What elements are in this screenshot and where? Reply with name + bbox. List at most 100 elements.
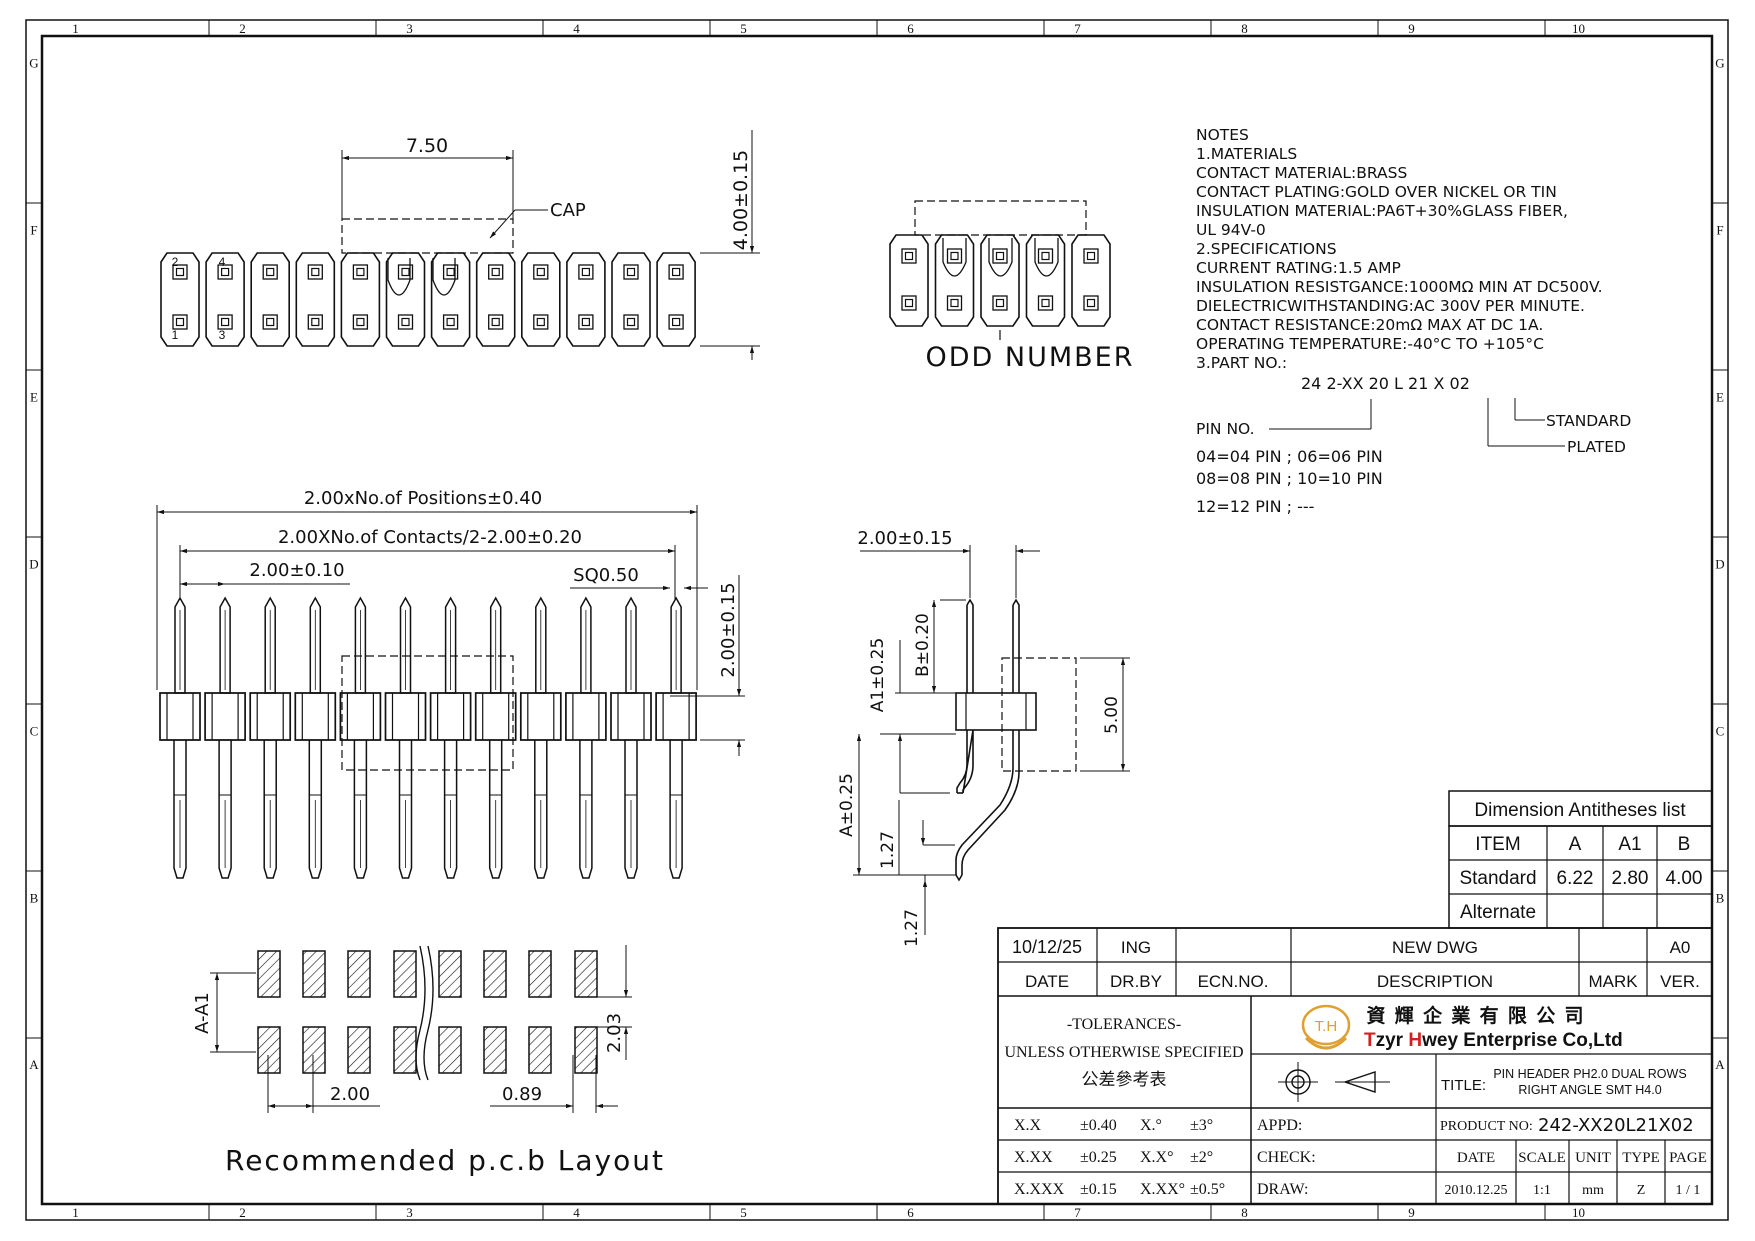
dim-pitch: 2.00±0.10 bbox=[249, 560, 344, 581]
frame-column-label: 8 bbox=[1241, 21, 1248, 36]
pcb-pad bbox=[438, 950, 462, 998]
pcb-pad bbox=[393, 1026, 417, 1074]
note-line: UL 94V-0 bbox=[1196, 221, 1266, 239]
pin-square bbox=[311, 317, 320, 327]
odd-number-view: ODD NUMBER bbox=[889, 200, 1133, 373]
pin-lower bbox=[579, 740, 593, 879]
pin-square bbox=[992, 295, 1008, 311]
pin-square bbox=[626, 317, 636, 327]
pin-lower bbox=[624, 740, 638, 879]
pcb-pad bbox=[302, 950, 326, 998]
pin-number: 4 bbox=[219, 255, 226, 269]
pcb-pad bbox=[438, 1026, 462, 1074]
pin-square bbox=[536, 317, 545, 327]
pcb-pad bbox=[347, 950, 371, 998]
pin-square bbox=[995, 251, 1005, 261]
pcb-dim-089: 0.89 bbox=[502, 1084, 542, 1105]
cap-contact bbox=[988, 238, 1013, 277]
dim-height: 2.00±0.15 bbox=[718, 582, 739, 677]
pin-housing bbox=[385, 252, 426, 347]
pin-lower bbox=[669, 740, 683, 879]
pin-upper bbox=[625, 596, 637, 694]
tol-cell: X.XXX bbox=[1014, 1181, 1065, 1198]
pin-square bbox=[401, 317, 410, 327]
pin-upper bbox=[309, 596, 322, 694]
tol-cell: X.° bbox=[1140, 1117, 1162, 1134]
projection-symbol-icon bbox=[1278, 1062, 1390, 1102]
frame-row-label: G bbox=[29, 56, 38, 71]
pin-square bbox=[668, 264, 684, 280]
note-line: DIELECTRICWITHSTANDING:AC 300V PER MINUT… bbox=[1196, 297, 1585, 315]
housing-block bbox=[565, 692, 607, 741]
pin-square bbox=[946, 248, 963, 264]
pin-square bbox=[533, 314, 549, 330]
pin-square bbox=[446, 317, 455, 327]
pcb-pad bbox=[347, 1026, 371, 1074]
draw-label: DRAW: bbox=[1257, 1181, 1308, 1198]
pin-square bbox=[397, 314, 414, 330]
company-part: wey Enterprise Co,Ltd bbox=[1421, 1030, 1623, 1051]
pin-square bbox=[221, 317, 230, 327]
frame-row-label: F bbox=[30, 223, 37, 238]
dim-4-00: 4.00±0.15 bbox=[730, 150, 752, 251]
pin-square bbox=[904, 251, 914, 261]
frame-row-label: G bbox=[1715, 56, 1724, 71]
frame-row-label: B bbox=[1716, 891, 1725, 906]
pin-square bbox=[950, 298, 959, 308]
housing-block bbox=[610, 692, 652, 741]
pin-housing bbox=[656, 252, 696, 347]
hdr-mark: MARK bbox=[1588, 972, 1638, 991]
pin-square bbox=[175, 317, 185, 327]
pin-square bbox=[446, 267, 455, 277]
pcb-dim-203: 2.03 bbox=[604, 1013, 625, 1053]
frame-column-label: 6 bbox=[907, 1205, 914, 1220]
housing-block bbox=[159, 692, 201, 741]
cap-label: CAP bbox=[550, 200, 586, 221]
info-header: PAGE bbox=[1669, 1150, 1707, 1166]
pin-square bbox=[307, 314, 323, 330]
pin-square bbox=[266, 267, 275, 277]
company-part: zyr bbox=[1376, 1030, 1409, 1051]
pin-square bbox=[1037, 295, 1054, 311]
pin-square bbox=[217, 314, 233, 330]
info-header: DATE bbox=[1457, 1150, 1495, 1166]
hdr-ecn: ECN.NO. bbox=[1198, 972, 1269, 991]
rev-ver: A0 bbox=[1670, 938, 1691, 957]
pin-square bbox=[671, 267, 681, 277]
info-value: 2010.12.25 bbox=[1445, 1183, 1508, 1198]
pin-lower bbox=[173, 740, 187, 879]
title-block: 10/12/25 ING NEW DWG A0 DATE DR.BY ECN.N… bbox=[997, 927, 1713, 1205]
frame-column-label: 5 bbox=[740, 21, 747, 36]
frame-row-label: D bbox=[1715, 557, 1724, 572]
company-name-cn: 資 輝 企 業 有 限 公 司 bbox=[1367, 1004, 1586, 1027]
pcb-layout: A-A1 2.03 2.00 0.89 Recommended p.c.b La… bbox=[192, 945, 663, 1177]
cap-contact bbox=[432, 258, 456, 296]
note-line: CURRENT RATING:1.5 AMP bbox=[1196, 259, 1401, 277]
pin-square bbox=[946, 295, 963, 311]
frame-column-label: 3 bbox=[406, 1205, 413, 1220]
tol-cell: ±0.15 bbox=[1080, 1181, 1117, 1198]
pin-square bbox=[172, 314, 188, 330]
housing-block bbox=[339, 692, 382, 741]
pin-square bbox=[262, 314, 278, 330]
info-header: TYPE bbox=[1622, 1150, 1660, 1166]
pin-upper bbox=[174, 596, 186, 694]
pin-housing bbox=[250, 252, 290, 347]
pin-housing bbox=[295, 252, 336, 347]
side-dim-b: B±0.20 bbox=[913, 613, 933, 677]
housing-block bbox=[429, 692, 472, 741]
frame-row-label: D bbox=[29, 557, 38, 572]
pcb-pad bbox=[528, 950, 552, 998]
info-value: 1 / 1 bbox=[1676, 1183, 1701, 1198]
frame-row-label: A bbox=[29, 1057, 39, 1072]
info-value: Z bbox=[1637, 1183, 1646, 1198]
pin-no-label: PIN NO. bbox=[1196, 420, 1255, 438]
side-dim-127a: 1.27 bbox=[878, 831, 898, 869]
title-line-1: PIN HEADER PH2.0 DUAL ROWS bbox=[1493, 1067, 1686, 1081]
pin-housing bbox=[340, 252, 381, 347]
cap-contact bbox=[387, 258, 411, 296]
info-value: 1:1 bbox=[1533, 1183, 1551, 1198]
front-view: 2.00xNo.of Positions±0.40 2.00XNo.of Con… bbox=[156, 488, 745, 879]
pin-square bbox=[1037, 248, 1054, 264]
tol-cell: ±0.40 bbox=[1080, 1117, 1117, 1134]
